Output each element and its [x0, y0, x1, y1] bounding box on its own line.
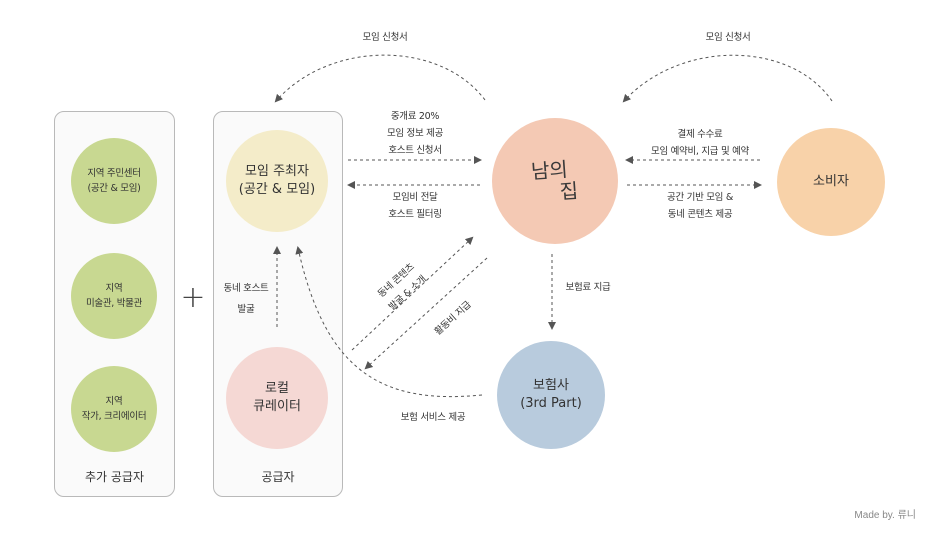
arrow-platform-to-host-application: [274, 54, 486, 103]
label-platform-to-insurer: 보험료 지급: [565, 282, 611, 293]
label-curator-to-host: 동네 호스트 발굴: [218, 280, 274, 318]
host-to-platform-line-1: 중개료 20%: [390, 111, 440, 122]
curator-to-host-line-1: 동네 호스트: [223, 283, 269, 294]
label-top-right-application: 모임 신청서: [705, 32, 751, 43]
label-consumer-to-platform: 결제 수수료 모임 예약비, 지급 및 예약: [640, 126, 760, 160]
insurer-line-2: (3rd Part): [520, 396, 582, 411]
community-center-line-1: 지역 주민센터: [87, 168, 141, 179]
platform-to-host-line-2: 호스트 필터링: [388, 209, 442, 220]
plus-symbol: +: [180, 280, 206, 315]
label-top-left-application: 모임 신청서: [362, 32, 408, 43]
host-line-2: (공간 & 모임): [238, 182, 316, 197]
label-insurer-to-host: 보험 서비스 제공: [400, 412, 466, 423]
museums-line-1: 지역: [105, 283, 123, 294]
consumer-to-platform-line-2: 모임 예약비, 지급 및 예약: [651, 146, 749, 157]
credit-text: Made by. 류니: [854, 510, 916, 521]
host-node: 모임 주최자 (공간 & 모임): [226, 130, 328, 232]
label-platform-to-consumer: 공간 기반 모임 & 동네 콘텐츠 제공: [640, 189, 760, 223]
creators-line-1: 지역: [105, 396, 123, 407]
platform-to-host-line-1: 모임비 전달: [392, 192, 438, 203]
curator-line-1: 로컬: [265, 381, 289, 396]
label-host-to-platform: 중개료 20% 모임 정보 제공 호스트 신청서: [360, 108, 470, 159]
host-to-platform-line-3: 호스트 신청서: [388, 145, 442, 156]
additional-supplier-museums: 지역 미술관, 박물관: [71, 253, 157, 339]
creators-line-2: 작가, 크리에이터: [81, 411, 147, 422]
curator-line-2: 큐레이터: [253, 399, 301, 414]
museums-line-2: 미술관, 박물관: [85, 298, 143, 309]
host-line-1: 모임 주최자: [245, 164, 309, 179]
community-center-line-2: (공간 & 모임): [87, 183, 141, 194]
platform-node: 남의 집: [492, 118, 618, 244]
insurer-line-1: 보험사: [533, 378, 569, 393]
arrow-insurer-to-host: [295, 246, 483, 398]
consumer-to-platform-line-1: 결제 수수료: [677, 129, 723, 140]
curator-to-host-line-2: 발굴: [237, 304, 255, 315]
consumer-node: 소비자: [777, 128, 885, 236]
consumer-label: 소비자: [813, 174, 849, 189]
additional-suppliers-caption: 추가 공급자: [84, 470, 144, 484]
additional-supplier-creators: 지역 작가, 크리에이터: [71, 366, 157, 452]
additional-supplier-community-center: 지역 주민센터 (공간 & 모임): [71, 138, 157, 224]
platform-to-consumer-line-2: 동네 콘텐츠 제공: [667, 209, 733, 220]
host-to-platform-line-2: 모임 정보 제공: [386, 128, 444, 139]
curator-node: 로컬 큐레이터: [226, 347, 328, 449]
insurer-node: 보험사 (3rd Part): [497, 341, 605, 449]
platform-to-consumer-line-1: 공간 기반 모임 &: [667, 192, 733, 203]
label-platform-to-host: 모임비 전달 호스트 필터링: [360, 189, 470, 223]
arrow-consumer-to-platform-application: [622, 54, 833, 103]
suppliers-caption: 공급자: [261, 470, 295, 484]
